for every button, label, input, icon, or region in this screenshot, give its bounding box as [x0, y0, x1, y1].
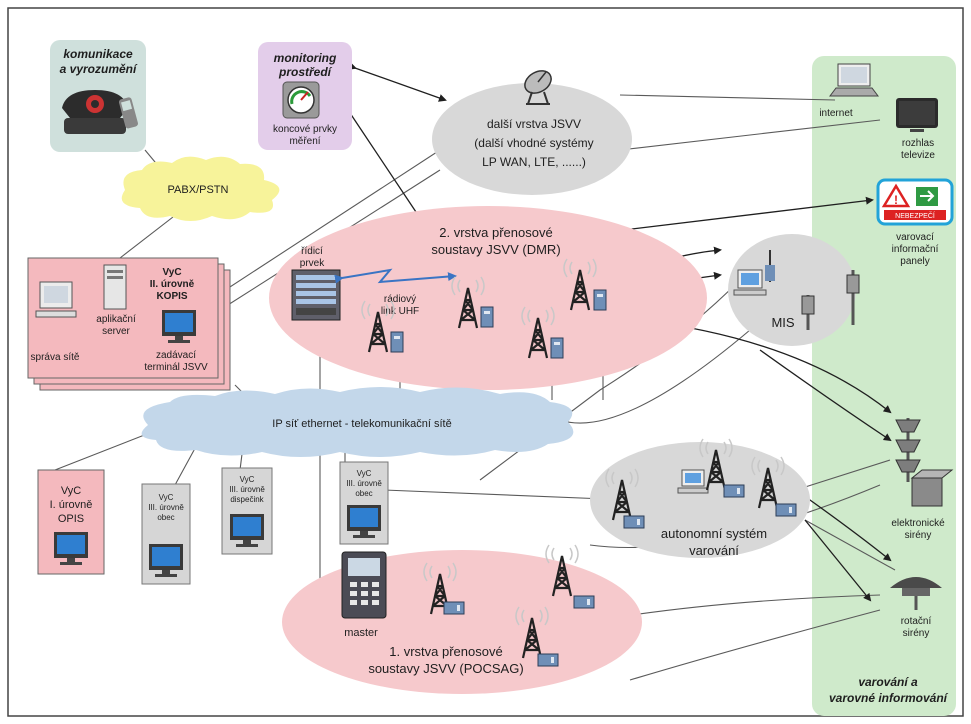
- control-element-label-2: prvek: [300, 258, 325, 269]
- layer1-label-2: soustavy JSVV (POCSAG): [368, 661, 523, 676]
- computer-icon: [677, 469, 709, 494]
- computer-icon: [733, 269, 767, 296]
- warning-panel-title-2: varovné informování: [829, 691, 949, 705]
- mis-ellipse: [728, 234, 856, 346]
- master-label: master: [344, 627, 378, 639]
- svg-text:!: !: [894, 193, 898, 207]
- uhf-link-label-2: link UHF: [381, 306, 419, 317]
- layer2-label-1: 2. vrstva přenosové: [439, 225, 552, 240]
- communication-title-1: komunikace: [63, 47, 133, 61]
- telephone-icon: [62, 90, 128, 134]
- rotary-sirens-label-2: sirény: [903, 628, 930, 639]
- cell-mast-icon: [801, 270, 860, 330]
- municipality-1-label-2: III. úrovně: [148, 503, 184, 512]
- info-panel-label-3: panely: [900, 256, 929, 267]
- app-server-label-1: aplikační: [96, 314, 136, 325]
- info-panel-label-2: informační: [892, 244, 939, 255]
- autonomous-system-ellipse: [590, 442, 810, 558]
- autonomous-system-label-1: autonomní systém: [661, 526, 767, 541]
- municipality-2-label-2: III. úrovně: [346, 479, 382, 488]
- communication-title-2: a vyrozumění: [60, 62, 138, 76]
- mis-label: MIS: [771, 315, 794, 330]
- warning-panel-title-1: varování a: [858, 675, 918, 689]
- municipality-2-label-1: VyC: [357, 469, 372, 478]
- antenna-icon: [765, 250, 775, 282]
- kopis-label-1: VyC: [162, 267, 181, 278]
- end-devices-label-2: měření: [289, 136, 320, 147]
- monitoring-title-2: prostředí: [278, 65, 333, 79]
- end-devices-label-1: koncové prvky: [273, 124, 337, 135]
- workstation-icon: [35, 281, 77, 318]
- municipality-2-label-3: obec: [355, 489, 372, 498]
- monitoring-title-1: monitoring: [274, 51, 337, 65]
- municipality-1-label-3: obec: [157, 513, 174, 522]
- pabx-cloud: [121, 156, 280, 221]
- additional-layer-label-2: (další vhodné systémy: [474, 136, 593, 150]
- laptop-icon: [829, 63, 879, 97]
- layer1-label-1: 1. vrstva přenosové: [389, 644, 502, 659]
- kopis-label-3: KOPIS: [156, 291, 187, 302]
- opis-label-1: VyC: [61, 485, 81, 497]
- pabx-label: PABX/PSTN: [168, 184, 229, 196]
- satellite-dish-icon: [524, 70, 552, 105]
- dispatch-label-3: dispečink: [230, 495, 264, 504]
- electronic-sirens-label-2: sirény: [905, 530, 932, 541]
- opis-label-2: I. úrovně: [50, 499, 93, 511]
- additional-layer-label-1: další vrstva JSVV: [487, 117, 581, 131]
- danger-sign-text: NEBEZPEČÍ: [895, 211, 935, 220]
- internet-label: internet: [819, 108, 853, 119]
- app-server-label-2: server: [102, 326, 130, 337]
- control-element-label-1: řídicí: [301, 246, 323, 257]
- network-admin-label: správa sítě: [31, 352, 80, 363]
- television-icon: [896, 98, 938, 132]
- ip-network-label: IP síť ethernet - telekomunikační sítě: [272, 418, 451, 430]
- uhf-radio-link: [334, 268, 457, 284]
- master-device-icon: [341, 551, 387, 619]
- rotary-sirens-label-1: rotační: [901, 616, 932, 627]
- mobile-phone-icon: [118, 97, 138, 129]
- broadcast-label-1: rozhlas: [902, 138, 934, 149]
- electronic-siren-icon: [895, 418, 954, 507]
- layer2-label-2: soustavy JSVV (DMR): [431, 242, 560, 257]
- ip-network-cloud: [141, 387, 574, 457]
- rotary-siren-icon: [890, 577, 942, 610]
- uhf-link-label-1: rádiový: [384, 294, 416, 305]
- dispatch-label-2: III. úrovně: [229, 485, 265, 494]
- frame: [7, 7, 964, 717]
- additional-layer-ellipse: [432, 83, 632, 195]
- additional-layer-label-3: LP WAN, LTE, ......): [482, 155, 586, 169]
- terminal-label-1: zadávací: [156, 350, 196, 361]
- gauge-icon: [282, 81, 320, 119]
- rack-server-icon: [291, 269, 341, 321]
- warning-panel-icon: !: [876, 178, 954, 226]
- kopis-label-2: II. úrovně: [150, 279, 195, 290]
- broadcast-label-2: televize: [901, 150, 935, 161]
- electronic-sirens-label-1: elektronické: [891, 518, 945, 529]
- terminal-label-2: terminál JSVV: [144, 362, 208, 373]
- autonomous-system-label-2: varování: [689, 543, 739, 558]
- municipality-1-label-1: VyC: [159, 493, 174, 502]
- info-panel-label-1: varovací: [896, 232, 934, 243]
- dispatch-label-1: VyC: [240, 475, 255, 484]
- server-tower-icon: [103, 264, 127, 310]
- opis-label-3: OPIS: [58, 513, 84, 525]
